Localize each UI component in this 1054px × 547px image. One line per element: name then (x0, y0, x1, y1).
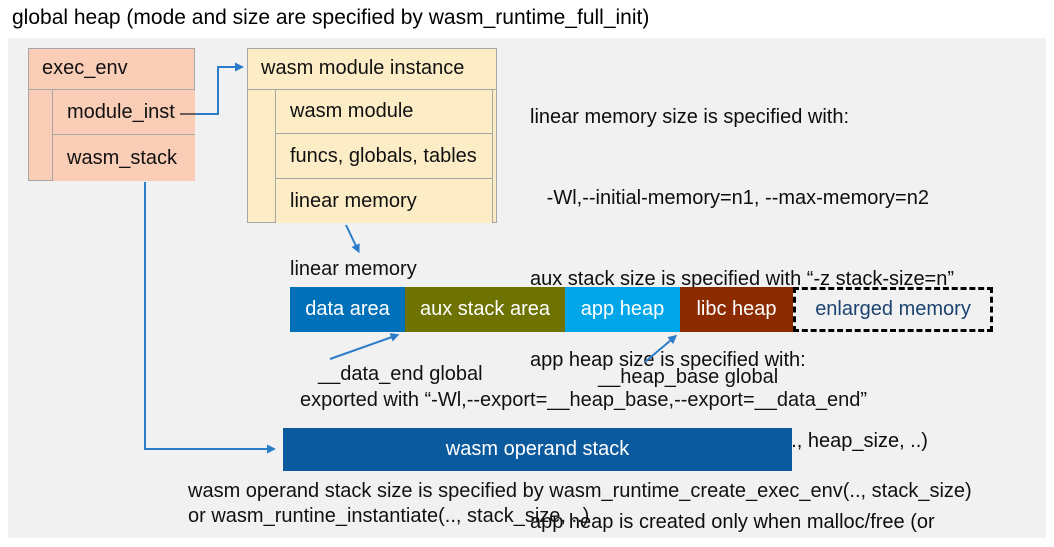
size-notes-block: linear memory size is specified with: -W… (530, 50, 954, 547)
memory-segment-data-area: data area (290, 287, 405, 332)
note-line: app heap size is specified with: (530, 349, 806, 371)
module-instance-row-funcs-globals-tables: funcs, globals, tables (275, 134, 493, 179)
exec-env-header: exec_env (28, 48, 195, 90)
memory-segment-enlarged-memory: enlarged memory (793, 287, 993, 332)
note-line: app heap is created only when malloc/fre… (530, 511, 935, 533)
footer-line: or wasm_runtine_instantiate(.., stack_si… (188, 505, 590, 527)
linear-memory-label: linear memory (290, 258, 417, 280)
diagram-title: global heap (mode and size are specified… (12, 6, 650, 29)
data-end-global-label: __data_end global (318, 363, 483, 385)
module-instance-row-wasm-module: wasm module (275, 90, 493, 134)
footer-line: wasm operand stack size is specified by … (188, 480, 972, 502)
module-instance-header: wasm module instance (247, 48, 497, 90)
heap-base-global-label: __heap_base global (598, 366, 779, 388)
module-instance-row-linear-memory: linear memory (275, 179, 493, 223)
memory-segment-app-heap: app heap (565, 287, 680, 332)
operand-stack-size-note: wasm operand stack size is specified by … (188, 479, 972, 529)
note-line: aux stack size is specified with “-z sta… (530, 268, 955, 290)
memory-segment-libc-heap: libc heap (680, 287, 793, 332)
wasm-operand-stack-bar: wasm operand stack (283, 428, 792, 471)
exec-env-row-module-inst: module_inst (52, 90, 195, 135)
exec-env-row-wasm-stack: wasm_stack (52, 135, 195, 181)
export-flags-note: exported with “-Wl,--export=__heap_base,… (300, 389, 867, 411)
note-line: -Wl,--initial-memory=n1, --max-memory=n2 (530, 187, 929, 209)
memory-segment-aux-stack-area: aux stack area (405, 287, 565, 332)
note-line: linear memory size is specified with: (530, 106, 849, 128)
